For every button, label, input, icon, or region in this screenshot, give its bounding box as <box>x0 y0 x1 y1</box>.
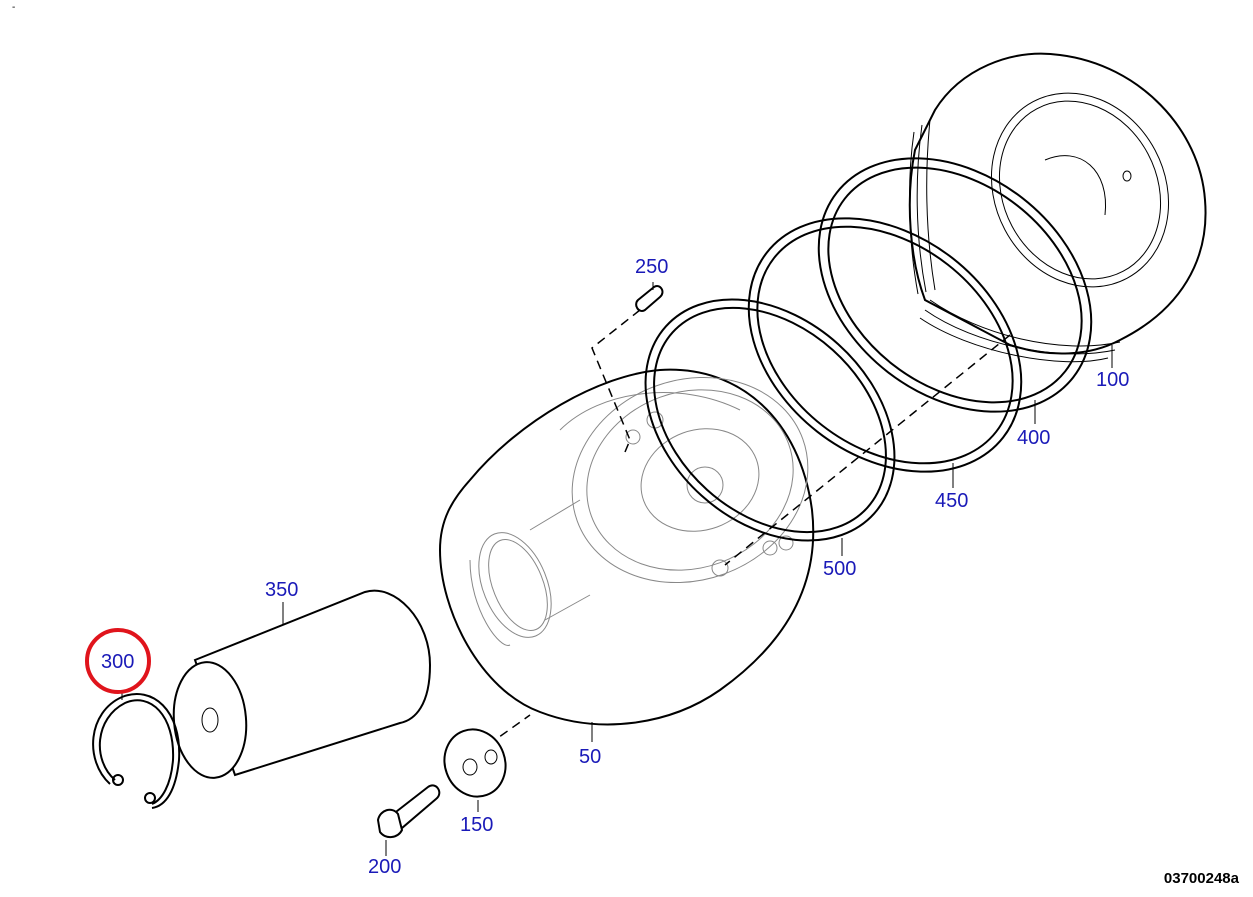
part-label-200[interactable]: 200 <box>368 856 402 878</box>
part-label-100[interactable]: 100 <box>1096 369 1130 391</box>
part-300-circlip[interactable] <box>92 690 181 809</box>
part-label-50[interactable]: 50 <box>579 746 602 768</box>
part-label-400[interactable]: 400 <box>1017 427 1051 449</box>
part-label-450[interactable]: 450 <box>935 490 969 512</box>
part-150-cap[interactable] <box>435 721 515 812</box>
corner-mark: - <box>12 2 16 13</box>
part-200-screw[interactable] <box>376 784 441 856</box>
highlight-circle-300 <box>85 628 151 694</box>
part-label-350[interactable]: 350 <box>265 579 299 601</box>
part-50-housing[interactable] <box>438 345 837 742</box>
part-250-pin[interactable] <box>635 282 664 312</box>
part-label-300[interactable]: 300 <box>101 651 135 673</box>
part-400-o-ring[interactable] <box>769 106 1141 464</box>
assembly-path-250 <box>591 309 641 453</box>
part-350-filter-element[interactable] <box>169 589 432 781</box>
assembly-path-axis <box>724 334 1011 566</box>
drawing-reference-code: 03700248a <box>1163 870 1239 887</box>
part-label-500[interactable]: 500 <box>823 558 857 580</box>
part-450-o-ring[interactable] <box>699 166 1071 524</box>
part-label-150[interactable]: 150 <box>460 814 494 836</box>
part-500-o-ring[interactable] <box>598 251 943 590</box>
part-100-cover[interactable] <box>908 52 1207 368</box>
part-label-250[interactable]: 250 <box>635 256 669 278</box>
